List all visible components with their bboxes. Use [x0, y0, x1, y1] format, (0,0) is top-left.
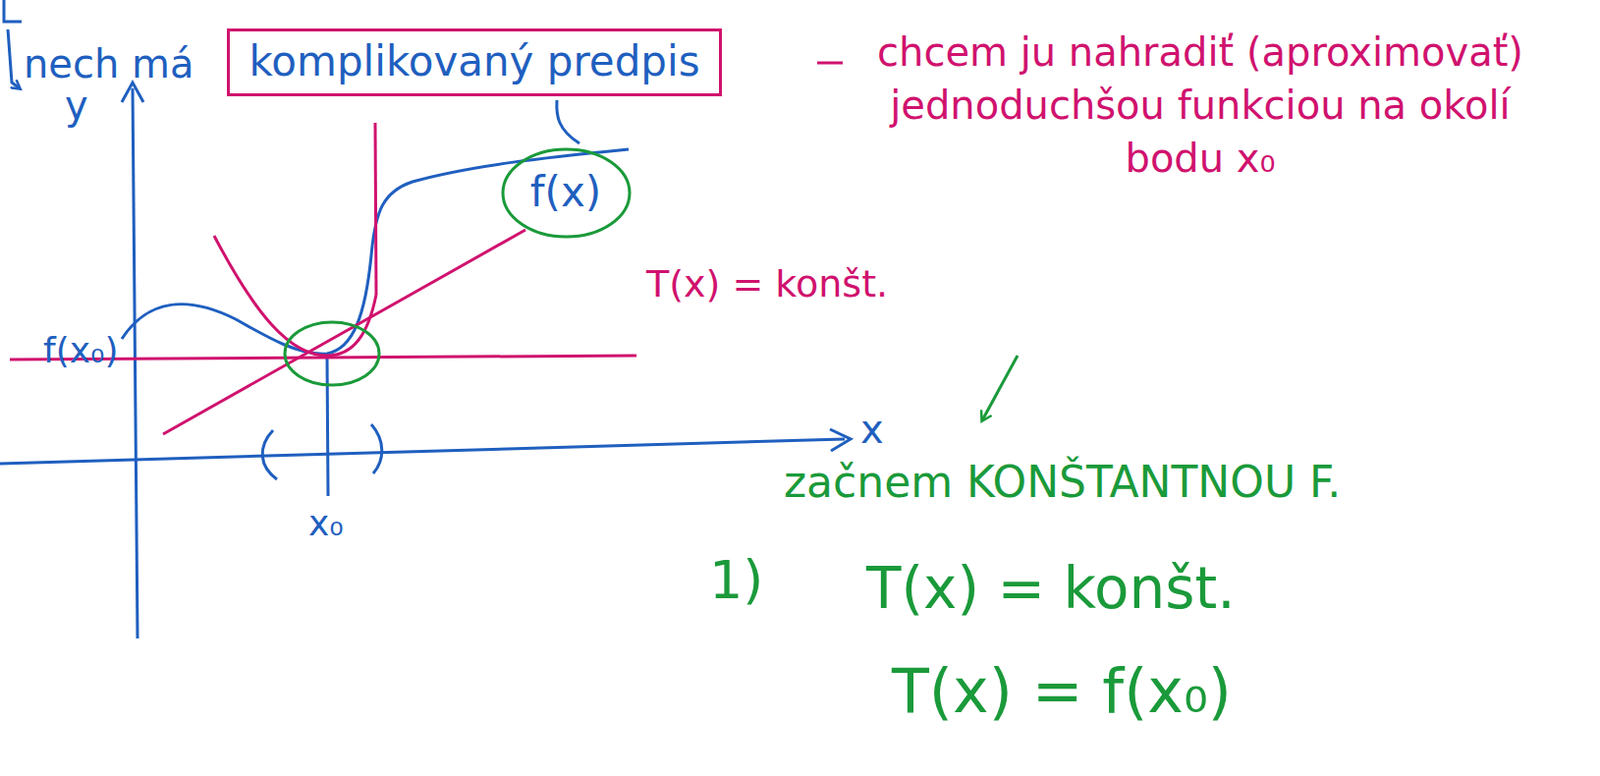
formula: T(x) = f(x₀): [891, 656, 1232, 726]
bracket: [3, 0, 22, 22]
formula: T(x) = konšt.: [866, 555, 1236, 622]
node-text: komplikovaný predpis: [248, 38, 700, 86]
value-label: f(x₀): [43, 330, 119, 371]
x-axis-arrow: [829, 429, 851, 451]
point-highlight: [284, 322, 380, 386]
step-number: 1): [709, 550, 764, 611]
curve-label: T(x) = konšt.: [646, 263, 888, 307]
function-ellipse: f(x): [500, 147, 632, 239]
quadratic-approx: [375, 122, 377, 295]
node-text: f(x): [530, 168, 602, 217]
axis-label: y: [64, 82, 89, 128]
dash: [817, 61, 843, 65]
axis-label: x: [860, 406, 884, 452]
y-axis: [132, 88, 138, 639]
note-text: začnem KONŠTANTNOU F.: [783, 457, 1341, 508]
boxed-term: komplikovaný predpis: [226, 28, 722, 97]
neighborhood-bracket: [262, 430, 277, 480]
pointer-arrow: [7, 29, 20, 89]
note-text: nech má: [23, 41, 195, 87]
pointer-arrow: [982, 355, 1018, 421]
linear-approx-line: [163, 229, 526, 435]
quadratic-approx: [214, 235, 377, 356]
neighborhood-bracket: [371, 424, 383, 474]
note-text: chcem ju nahradiť (aproximovať) jednoduc…: [846, 25, 1554, 185]
x-axis: [0, 439, 845, 464]
leader-line: [556, 100, 580, 144]
x0-tick: [327, 355, 329, 497]
point-label: x₀: [308, 502, 344, 544]
